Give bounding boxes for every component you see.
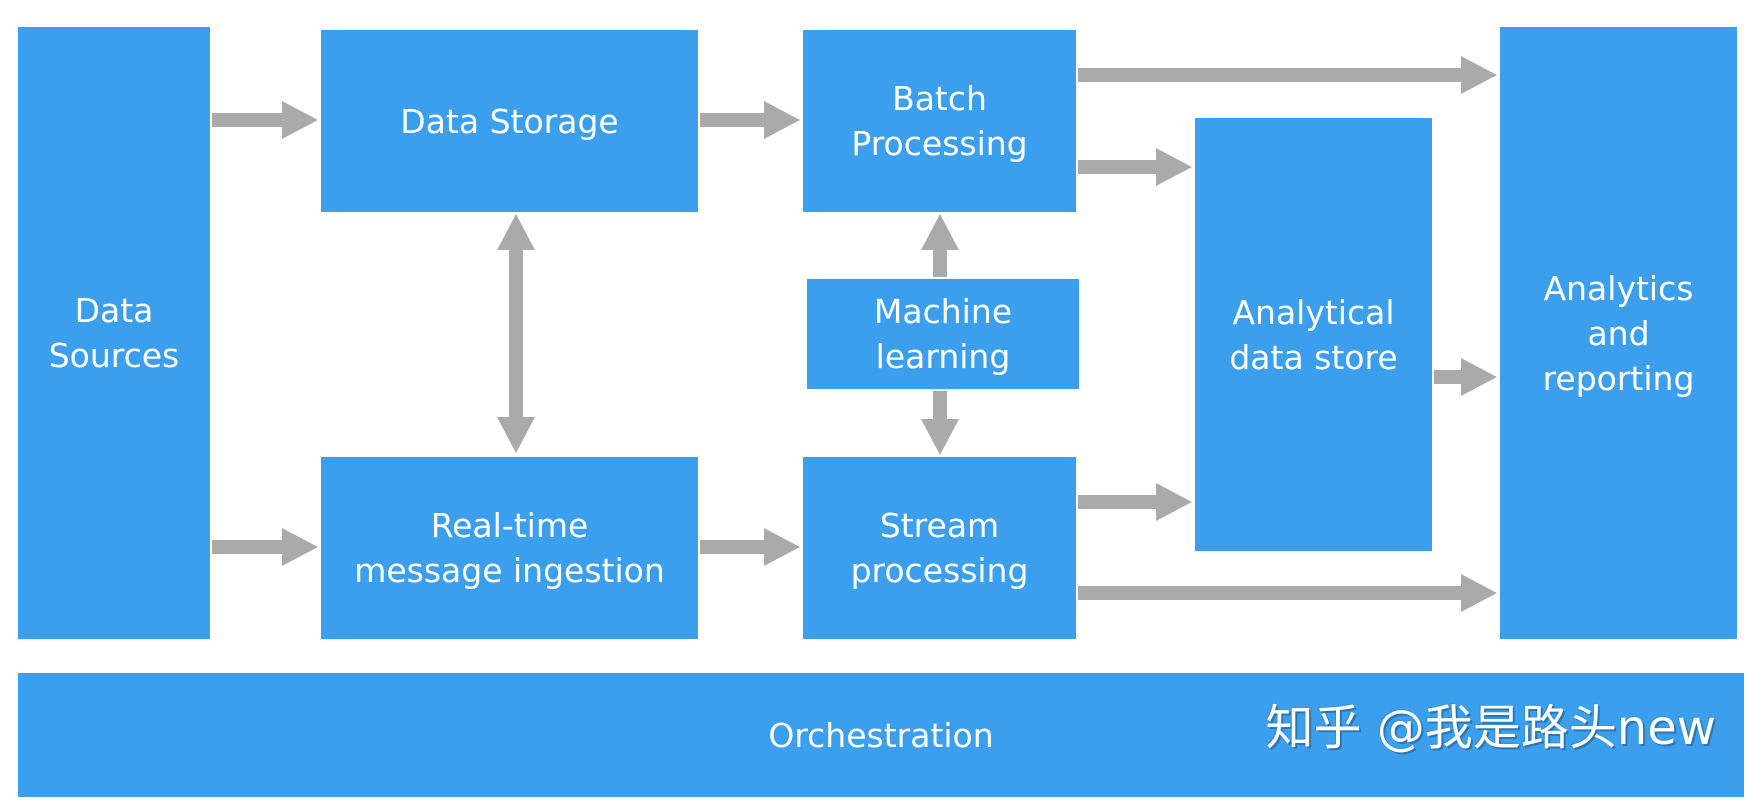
batch-processing-box: Batch Processing — [803, 30, 1076, 212]
arrow-ingestion-to-stream — [700, 528, 800, 566]
stream-processing-box: Stream processing — [803, 457, 1076, 639]
analytics-reporting-label: Analytics and reporting — [1542, 268, 1695, 398]
arrow-storage-to-batch — [700, 101, 800, 139]
data-sources-box: Data Sources — [18, 27, 210, 639]
arrow-storage-ingestion-bidirectional — [497, 214, 535, 453]
arrow-stream-to-store — [1078, 483, 1192, 521]
analytics-reporting-box: Analytics and reporting — [1500, 27, 1737, 639]
machine-learning-box: Machine learning — [807, 279, 1079, 389]
arrow-batch-to-analytics — [1078, 56, 1497, 94]
arrow-store-to-analytics — [1434, 358, 1497, 396]
orchestration-bar: Orchestration — [18, 673, 1744, 797]
arrow-stream-to-analytics — [1078, 574, 1497, 612]
arrow-ml-to-stream — [921, 391, 959, 455]
batch-processing-label: Batch Processing — [851, 79, 1028, 163]
data-sources-label: Data Sources — [48, 291, 180, 375]
data-storage-label: Data Storage — [400, 101, 619, 141]
machine-learning-label: Machine learning — [873, 292, 1013, 376]
orchestration-label: Orchestration — [768, 715, 994, 755]
arrow-sources-to-storage — [212, 101, 318, 139]
realtime-ingestion-label: Real-time message ingestion — [354, 506, 665, 590]
analytical-data-store-label: Analytical data store — [1229, 292, 1398, 377]
stream-processing-label: Stream processing — [850, 506, 1029, 590]
data-storage-box: Data Storage — [321, 30, 698, 212]
realtime-ingestion-box: Real-time message ingestion — [321, 457, 698, 639]
watermark-text: 知乎 @我是路头new — [1265, 700, 1716, 756]
arrow-ml-to-batch — [921, 214, 959, 277]
arrow-batch-to-store — [1078, 148, 1192, 186]
analytical-data-store-box: Analytical data store — [1195, 118, 1432, 551]
arrow-sources-to-ingestion — [212, 528, 318, 566]
